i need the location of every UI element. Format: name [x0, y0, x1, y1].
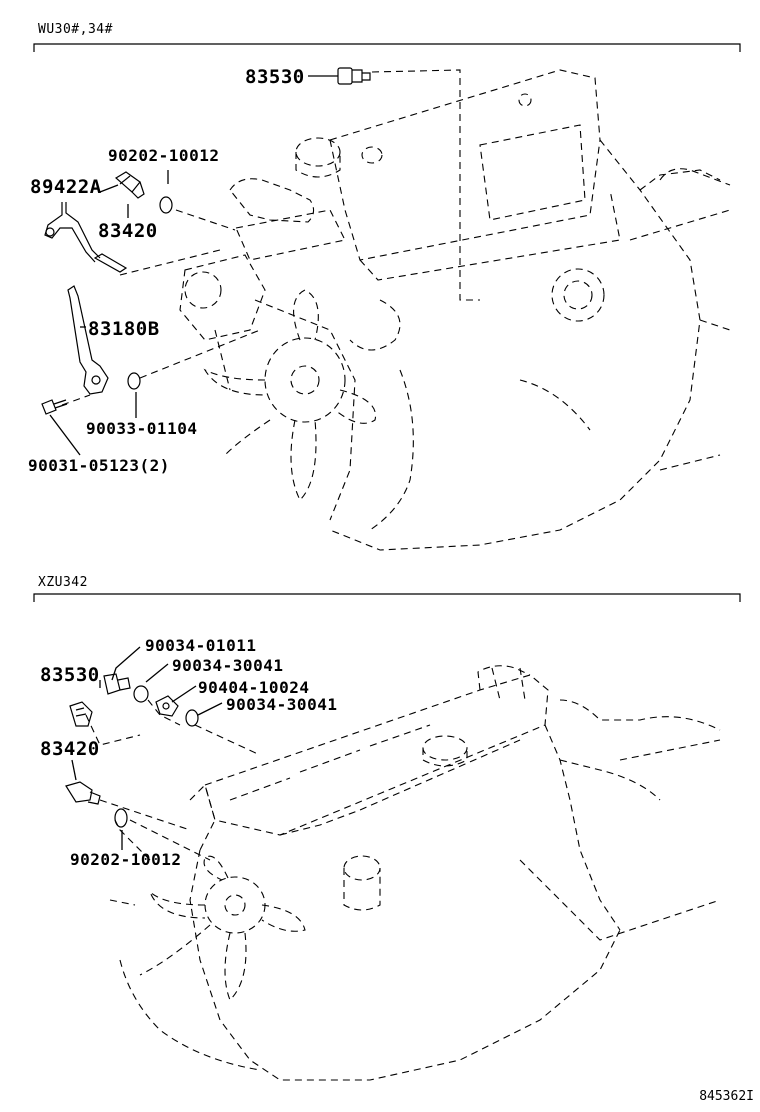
part-83420-b: 83420	[40, 738, 100, 760]
part-83530-b: 83530	[40, 664, 100, 686]
bolt-90031-icon	[41, 399, 68, 415]
part-90034-01011: 90034-01011	[145, 636, 257, 655]
sender-83420-b-icon	[65, 781, 101, 805]
bottom-engine-outline	[109, 665, 721, 1081]
union-90404-icon	[155, 695, 179, 717]
part-89422a: 89422A	[30, 176, 102, 198]
part-90202-10012: 90202-10012	[108, 146, 220, 165]
sender-83530-icon	[337, 67, 371, 85]
gasket-90202-b-icon	[114, 808, 128, 828]
gasket-90034-b-icon	[185, 709, 199, 727]
part-90031-05123: 90031-05123(2)	[28, 456, 170, 475]
part-90033-01104: 90033-01104	[86, 419, 198, 438]
washer-90033-icon	[127, 372, 141, 390]
part-90034-30041-b: 90034-30041	[226, 695, 338, 714]
sensor-89422a-icon	[44, 202, 128, 273]
part-83530: 83530	[245, 66, 305, 88]
sender-83530-b-icon	[103, 673, 131, 695]
section-label-wu30: WU30#,34#	[38, 22, 113, 37]
part-83420: 83420	[98, 220, 158, 242]
section-label-xzu342: XZU342	[38, 575, 88, 590]
figure-number: 845362I	[699, 1089, 754, 1104]
sender-83420-icon	[114, 171, 145, 199]
bracket-83180b-icon	[67, 285, 109, 395]
part-90404-10024: 90404-10024	[198, 678, 310, 697]
gasket-90202-icon	[159, 196, 173, 214]
part-90034-30041-a: 90034-30041	[172, 656, 284, 675]
switch-xzu-icon	[69, 701, 93, 727]
part-90202-10012-b: 90202-10012	[70, 850, 182, 869]
part-83180b: 83180B	[88, 318, 160, 340]
gasket-90034-a-icon	[133, 685, 149, 703]
top-engine-outline	[179, 69, 731, 551]
